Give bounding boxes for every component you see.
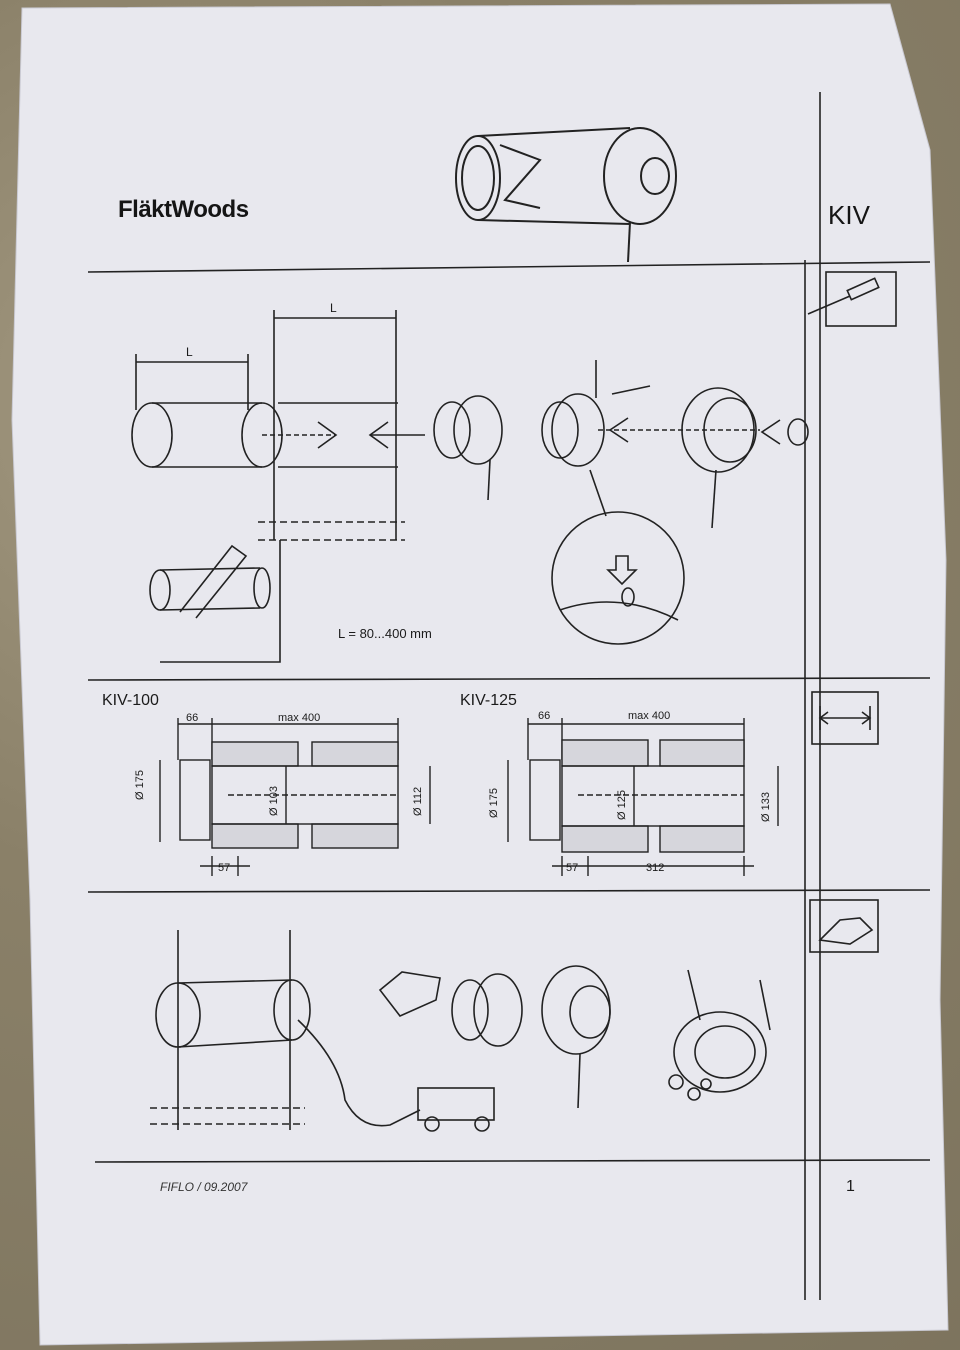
installation-diagram bbox=[131, 310, 809, 663]
kiv125-dim-57: 57 bbox=[566, 862, 579, 874]
kiv100-title: KIV-100 bbox=[102, 692, 159, 709]
kiv125-drawing bbox=[507, 718, 779, 876]
cleaning-icon bbox=[809, 899, 879, 953]
document-code: FIFLO / 09.2007 bbox=[160, 1180, 248, 1194]
kiv125-dim-125: Ø 125 bbox=[616, 790, 628, 820]
page-number: 1 bbox=[846, 1178, 855, 1195]
brand-logo: FläktWoods bbox=[118, 196, 249, 223]
kiv100-drawing bbox=[159, 718, 431, 876]
kiv100-dim-112: Ø 112 bbox=[412, 786, 424, 816]
length-label-left: L bbox=[186, 345, 193, 359]
length-label-right: L bbox=[330, 301, 337, 315]
kiv100-dim-103: Ø 103 bbox=[268, 786, 280, 816]
kiv125-dim-max: max 400 bbox=[628, 710, 671, 722]
model-label: KIV bbox=[828, 200, 870, 230]
kiv125-title: KIV-125 bbox=[460, 692, 517, 709]
dimension-icon bbox=[811, 691, 879, 745]
kiv125-dim-66: 66 bbox=[538, 710, 551, 722]
kiv100-dim-max: max 400 bbox=[278, 712, 321, 724]
length-range-note: L = 80...400 mm bbox=[338, 626, 432, 641]
cleaning-diagram bbox=[150, 930, 771, 1132]
kiv100-dim-175: Ø 175 bbox=[134, 770, 146, 800]
kiv125-dim-133: Ø 133 bbox=[760, 792, 772, 822]
product-illustration bbox=[455, 127, 677, 263]
kiv125-dim-175: Ø 175 bbox=[488, 788, 500, 818]
screwdriver-icon bbox=[807, 271, 897, 327]
kiv100-dim-57: 57 bbox=[218, 862, 231, 874]
kiv100-dim-66: 66 bbox=[186, 712, 199, 724]
kiv125-dim-312: 312 bbox=[646, 862, 665, 874]
